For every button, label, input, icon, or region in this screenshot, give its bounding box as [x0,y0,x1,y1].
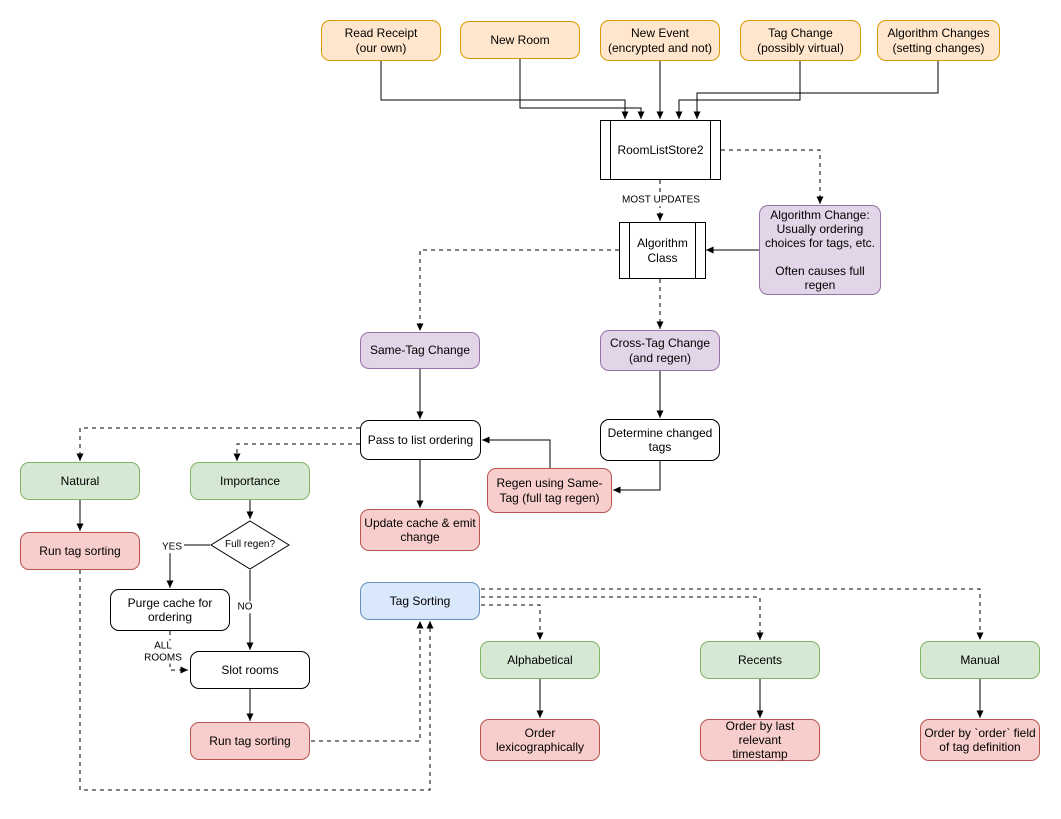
node-alphabetical: Alphabetical [480,641,600,679]
node-tag-change: Tag Change (possibly virtual) [740,20,861,61]
diamond-shape [210,520,290,570]
edge-algorithm-class-to-same-tag-change [416,249,619,331]
node-order-by-field: Order by `order` field of tag definition [920,719,1040,761]
edge-label-most-updates: MOST UPDATES [620,194,702,206]
node-purge-cache: Purge cache for ordering [110,589,230,631]
edge-roomliststore2-to-algorithm-change-note [721,149,824,204]
node-read-receipt: Read Receipt (our own) [321,20,441,61]
node-update-cache: Update cache & emit change [360,509,480,551]
node-algorithm-change-note: Algorithm Change: Usually ordering choic… [759,205,881,295]
node-room-list-store2: RoomListStore2 [600,120,721,180]
node-determine-changed-tags: Determine changed tags [600,419,720,461]
edge-tag-sorting-to-manual [481,588,984,640]
node-manual: Manual [920,641,1040,679]
node-regen-same-tag: Regen using Same- Tag (full tag regen) [487,468,612,513]
edge-algorithm-changes-to-roomliststore2 [693,61,939,119]
edge-purge-cache-to-slot-rooms [169,631,188,674]
node-tag-sorting: Tag Sorting [360,582,480,620]
edge-tag-sorting-to-recents [481,596,764,640]
node-order-lexicographically: Order lexicographically [480,719,600,761]
node-run-tag-sorting-left: Run tag sorting [20,532,140,570]
node-recents: Recents [700,641,820,679]
edge-run-tag-sorting-left-to-tag-sorting [79,570,434,791]
edge-label-yes: YES [159,541,185,553]
edge-read-receipt-to-roomliststore2 [380,61,629,119]
node-importance: Importance [190,462,310,500]
edge-pass-to-importance [233,443,360,461]
node-same-tag-change: Same-Tag Change [360,332,480,369]
edge-regen-to-pass [482,436,551,468]
edge-pass-to-natural [76,427,360,461]
edge-tag-change-to-roomliststore2 [675,61,801,119]
node-cross-tag-change: Cross-Tag Change (and regen) [600,330,720,371]
edge-run-tag-sorting-bottom-to-tag-sorting [311,621,424,742]
node-pass-to-list-ordering: Pass to list ordering [360,420,481,460]
node-slot-rooms: Slot rooms [190,651,310,689]
edge-label-all-rooms: ALL ROOMS [142,640,184,664]
node-run-tag-sorting-bottom: Run tag sorting [190,722,310,760]
edge-determine-to-regen [613,461,661,494]
node-order-by-timestamp: Order by last relevant timestamp [700,719,820,761]
edge-new-room-to-roomliststore2 [519,59,645,119]
edge-tag-sorting-to-alphabetical [481,604,544,640]
node-natural: Natural [20,462,140,500]
node-algorithm-changes: Algorithm Changes (setting changes) [877,20,1000,61]
decision-full-regen: Full regen? [210,520,290,570]
node-algorithm-class: Algorithm Class [619,222,706,279]
edge-label-no: NO [235,601,255,613]
node-new-event: New Event (encrypted and not) [600,20,720,61]
node-new-room: New Room [460,21,580,59]
diamond-label: Full regen? [224,539,276,551]
